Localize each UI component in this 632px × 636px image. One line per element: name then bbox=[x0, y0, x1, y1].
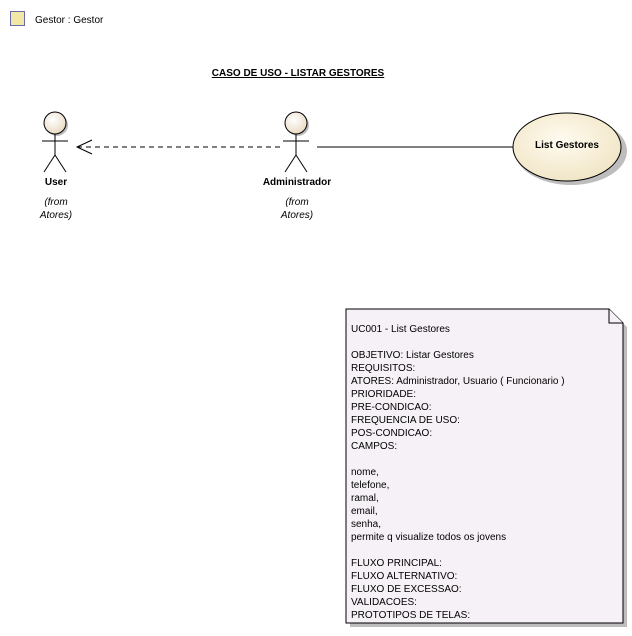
actor-user-from-line1: (from bbox=[44, 197, 68, 208]
actor-administrador[interactable] bbox=[283, 111, 309, 173]
usecase-label: List Gestores bbox=[535, 140, 599, 151]
note-line: FLUXO ALTERNATIVO: bbox=[351, 571, 458, 582]
actor-administrador-from: (from Atores) bbox=[257, 196, 337, 222]
note-line bbox=[351, 453, 621, 466]
note-line: VALIDACOES: bbox=[351, 597, 417, 608]
actor-user[interactable] bbox=[42, 111, 68, 173]
note-line: senha, bbox=[351, 519, 382, 530]
diagram-header-title: Gestor : Gestor bbox=[35, 15, 104, 26]
note-line: ATORES: Administrador, Usuario ( Funcion… bbox=[351, 376, 565, 387]
actor-administrador-from-line2: Atores) bbox=[280, 210, 314, 221]
note-line: PRE-CONDICAO: bbox=[351, 402, 432, 413]
note-line: ramal, bbox=[351, 493, 379, 504]
note-line: FLUXO PRINCIPAL: bbox=[351, 558, 442, 569]
diagram-title: CASO DE USO - LISTAR GESTORES bbox=[211, 68, 385, 79]
note-line: POS-CONDICAO: bbox=[351, 428, 433, 439]
note-line: PROTOTIPOS DE TELAS: bbox=[351, 610, 471, 621]
actor-user-from-line2: Atores) bbox=[39, 210, 73, 221]
note-line bbox=[351, 544, 621, 557]
note-line: email, bbox=[351, 506, 378, 517]
note-line: FREQUENCIA DE USO: bbox=[351, 415, 460, 426]
note-box[interactable] bbox=[345, 308, 627, 627]
note-line bbox=[351, 336, 621, 349]
note-line: permite q visualize todos os jovens bbox=[351, 532, 507, 543]
actor-user-name: User bbox=[44, 177, 68, 188]
dependency-arrow[interactable] bbox=[75, 139, 280, 155]
note-line: PRIORIDADE: bbox=[351, 389, 417, 400]
actor-administrador-from-line1: (from bbox=[285, 197, 309, 208]
note-line: FLUXO DE EXCESSAO: bbox=[351, 584, 462, 595]
note-line: OBJETIVO: Listar Gestores bbox=[351, 350, 474, 361]
note-line: REQUISITOS: bbox=[351, 363, 416, 374]
note-line: nome, bbox=[351, 467, 379, 478]
note-line: telefone, bbox=[351, 480, 390, 491]
actor-administrador-name: Administrador bbox=[262, 177, 332, 188]
actor-user-from: (from Atores) bbox=[16, 196, 96, 222]
note-line: UC001 - List Gestores bbox=[351, 324, 450, 335]
note-line: CAMPOS: bbox=[351, 441, 398, 452]
diagram-icon bbox=[10, 11, 25, 26]
usecase-list-gestores[interactable] bbox=[512, 112, 627, 185]
note-text: UC001 - List Gestores OBJETIVO: Listar G… bbox=[351, 323, 621, 622]
